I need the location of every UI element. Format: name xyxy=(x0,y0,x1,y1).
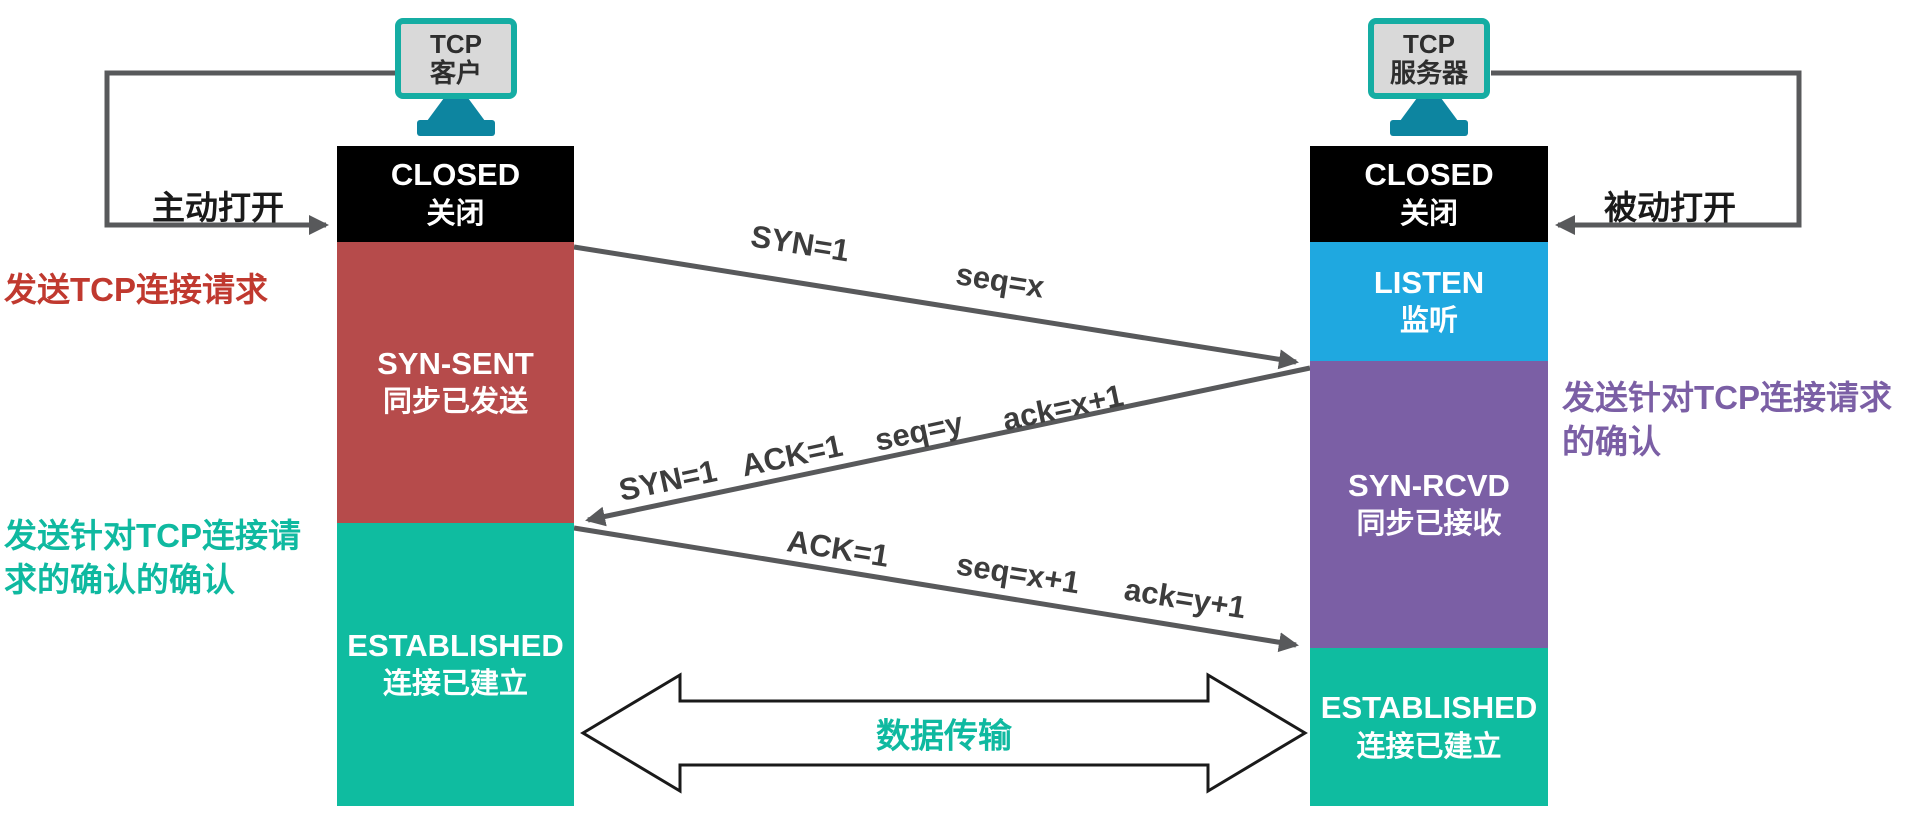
active-open-arrow xyxy=(104,70,395,235)
client-annotation-ack-of-ack: 发送针对TCP连接请 求的确认的确认 xyxy=(4,514,301,602)
data-transfer-double-arrow xyxy=(580,672,1308,794)
state-name-zh: 同步已发送 xyxy=(382,386,528,419)
annotation-line: 发送针对TCP连接请 xyxy=(4,517,301,554)
server-monitor-base xyxy=(1390,120,1468,136)
annotation-line: 发送针对TCP连接请求 xyxy=(1562,379,1892,416)
server-annotation-send-ack: 发送针对TCP连接请求 的确认 xyxy=(1562,376,1892,464)
client-annotation-send-request: 发送TCP连接请求 xyxy=(4,268,268,312)
passive-open-label: 被动打开 xyxy=(1604,189,1736,226)
server-device-label-line1: TCP xyxy=(1403,28,1455,59)
state-name: ESTABLISHED xyxy=(347,627,564,663)
client-device-label-line1: TCP xyxy=(430,28,482,59)
state-name-zh: 连接已建立 xyxy=(1356,730,1502,763)
annotation-line: 的确认 xyxy=(1562,423,1661,460)
server-device-label-line2: 服务器 xyxy=(1389,57,1468,88)
server-monitor-stand xyxy=(1400,99,1458,121)
state-name: CLOSED xyxy=(390,157,521,192)
state-name-zh: 关闭 xyxy=(1399,197,1458,230)
client-state-closed: CLOSED 关闭 xyxy=(337,146,574,242)
state-name: SYN-SENT xyxy=(377,345,534,381)
server-state-established: ESTABLISHED 连接已建立 xyxy=(1310,648,1548,806)
client-monitor-stand xyxy=(427,99,485,121)
state-name-zh: 同步已接收 xyxy=(1356,508,1502,541)
active-open-label: 主动打开 xyxy=(152,189,284,226)
data-transfer-label: 数据传输 xyxy=(876,717,1012,756)
annotation-line: 发送TCP连接请求 xyxy=(4,271,268,308)
passive-open-arrow xyxy=(1491,70,1802,235)
message-arrow-synack xyxy=(585,365,1311,527)
state-name-zh: 连接已建立 xyxy=(382,668,528,701)
client-monitor-base xyxy=(417,120,495,136)
state-name-zh: 监听 xyxy=(1399,305,1458,338)
state-name: ESTABLISHED xyxy=(1320,690,1538,725)
client-device-label-line2: 客户 xyxy=(429,57,482,88)
annotation-line: 求的确认的确认 xyxy=(4,561,235,598)
state-name: CLOSED xyxy=(1364,157,1494,192)
message-arrow-ack xyxy=(573,525,1299,653)
server-state-syn-rcvd: SYN-RCVD 同步已接收 xyxy=(1310,361,1548,648)
state-name: LISTEN xyxy=(1373,264,1485,300)
server-monitor-icon: TCP 服务器 xyxy=(1368,18,1490,99)
message-arrow-syn xyxy=(573,244,1299,370)
client-state-syn-sent: SYN-SENT 同步已发送 xyxy=(337,242,574,523)
server-state-listen: LISTEN 监听 xyxy=(1310,242,1548,361)
client-monitor-icon: TCP 客户 xyxy=(395,18,517,99)
state-name-zh: 关闭 xyxy=(426,197,485,230)
server-state-closed: CLOSED 关闭 xyxy=(1310,146,1548,242)
state-name: SYN-RCVD xyxy=(1348,467,1510,503)
client-state-established: ESTABLISHED 连接已建立 xyxy=(337,523,574,806)
